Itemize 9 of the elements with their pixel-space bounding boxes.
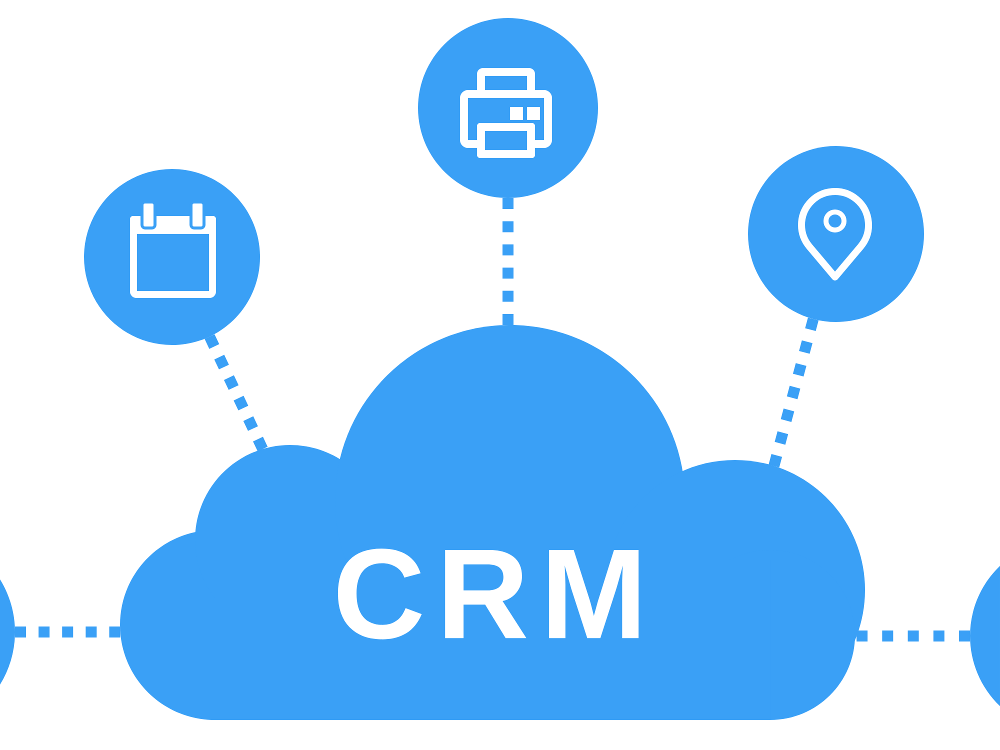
circle (418, 18, 598, 198)
dotted-line (768, 318, 819, 468)
cloud: CRM (120, 325, 866, 720)
dotted-line (204, 334, 268, 452)
dotted-line (502, 198, 514, 326)
dotted-line (856, 630, 970, 642)
dotted-line (15, 626, 120, 638)
circle (84, 169, 260, 345)
circle (748, 146, 924, 322)
